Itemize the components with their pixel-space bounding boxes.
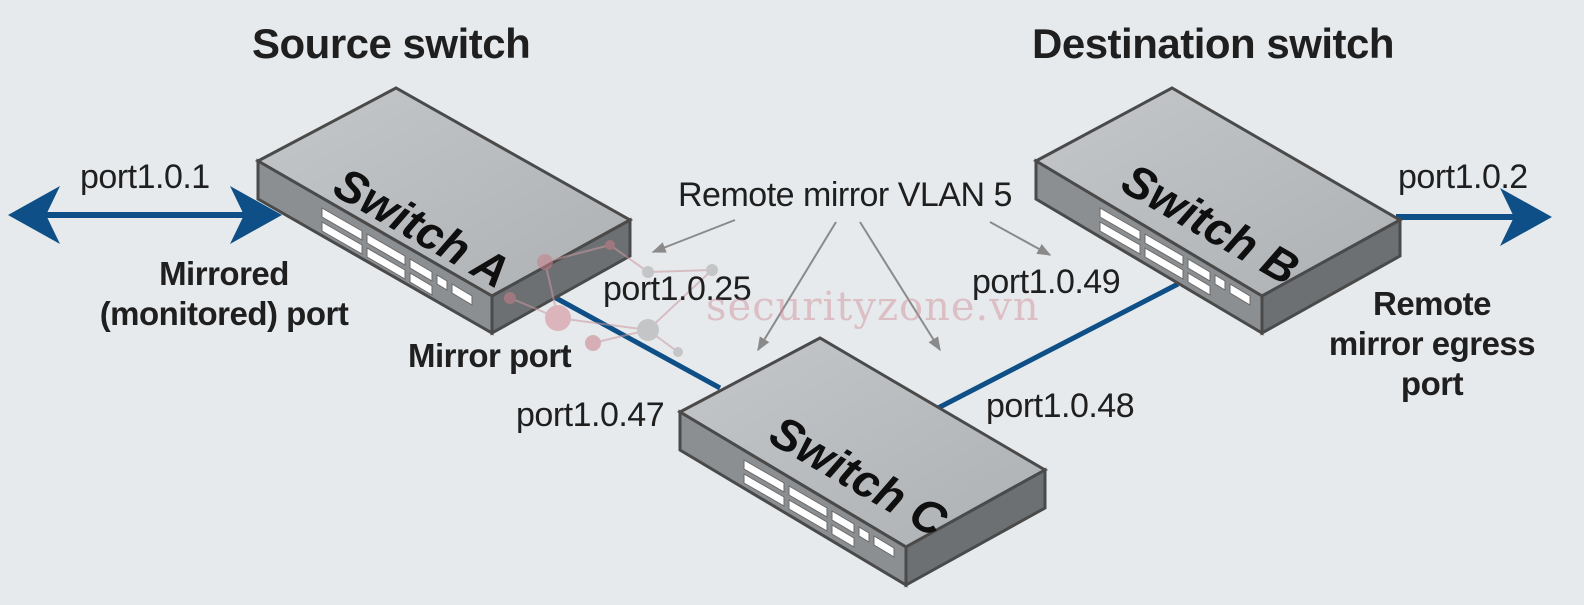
port-1-0-49-label: port1.0.49 — [972, 263, 1121, 301]
remote-mirror-vlan-label: Remote mirror VLAN 5 — [678, 176, 1012, 214]
remote-mirror-egress-port-label: Remote mirror egress port — [1320, 284, 1544, 404]
link-c-b — [936, 281, 1180, 411]
port-1-0-2-label: port1.0.2 — [1398, 158, 1528, 196]
link-a-c — [543, 289, 722, 391]
port-1-0-47-label: port1.0.47 — [516, 396, 665, 434]
mirrored-port-label: Mirrored (monitored) port — [96, 254, 352, 334]
source-switch-heading: Source switch — [252, 20, 531, 67]
switch-b-device — [1032, 86, 1404, 336]
vlan-arrows — [651, 219, 1052, 352]
egress-line-1: Remote — [1372, 285, 1492, 322]
mirrored-traffic-arrow — [8, 186, 282, 244]
switch-a-device — [254, 86, 634, 336]
mirror-port-label: Mirror port — [408, 337, 572, 374]
egress-traffic-arrow — [1396, 188, 1552, 246]
destination-switch-heading: Destination switch — [1032, 20, 1395, 67]
watermark-text: securityzone.vn — [706, 284, 1040, 330]
switch-c-device — [676, 336, 1049, 588]
watermark-logo-icon — [504, 240, 718, 357]
egress-line-2: mirror egress — [1328, 325, 1536, 362]
mirrored-port-line-1: Mirrored — [159, 255, 289, 292]
egress-line-3: port — [1400, 365, 1464, 402]
port-1-0-48-label: port1.0.48 — [986, 387, 1135, 425]
port-1-0-25-label: port1.0.25 — [603, 270, 752, 308]
mirrored-port-line-2: (monitored) port — [99, 295, 349, 332]
port-1-0-1-label: port1.0.1 — [80, 158, 210, 196]
